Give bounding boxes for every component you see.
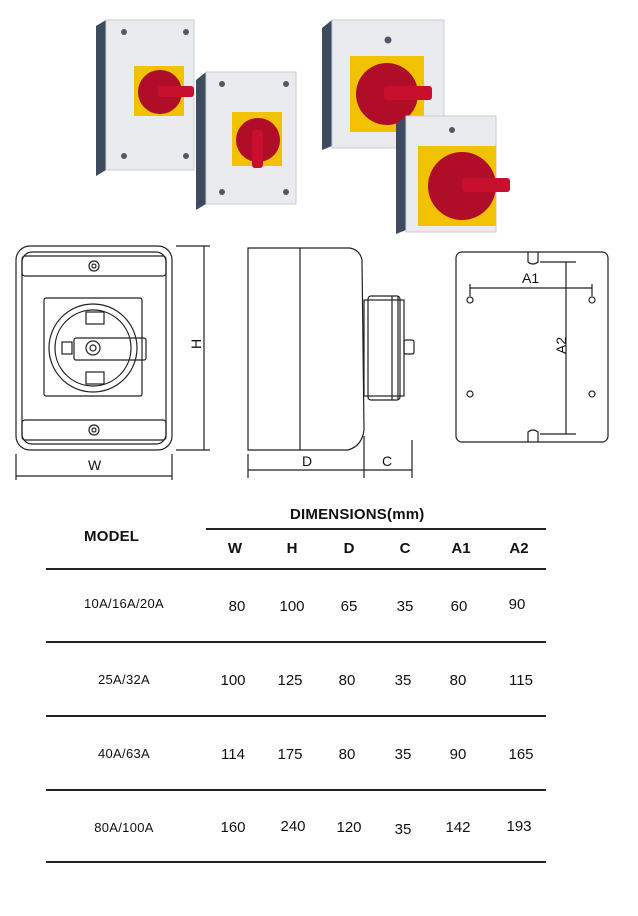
product-photos xyxy=(96,19,510,234)
table-cell: 80 xyxy=(338,672,356,689)
table-rule-bottom xyxy=(46,861,546,863)
isolator-switch-photo-2 xyxy=(196,71,297,210)
isolator-switch-photo-3 xyxy=(322,19,445,150)
width-dimension-label: W xyxy=(88,457,102,473)
table-cell: 35 xyxy=(394,746,412,763)
table-cell: 114 xyxy=(221,746,245,763)
a2-dimension-label: A2 xyxy=(553,337,569,354)
table-row-divider xyxy=(46,789,546,791)
height-dimension-label: H xyxy=(188,339,204,349)
table-cell: 175 xyxy=(277,746,303,763)
cover-dimension-label: C xyxy=(382,453,392,469)
table-cell: 125 xyxy=(277,672,303,689)
table-row-model: 40A/63A xyxy=(98,746,150,761)
table-cell: 100 xyxy=(220,672,246,689)
table-cell: 193 xyxy=(506,818,532,835)
table-cell: 165 xyxy=(508,746,534,763)
table-rule-header xyxy=(46,568,546,570)
table-row-model: 10A/16A/20A xyxy=(84,596,164,611)
table-cell: 35 xyxy=(394,821,412,838)
a1-dimension-label: A1 xyxy=(522,270,539,286)
front-view-drawing xyxy=(15,245,210,480)
table-row-model: 25A/32A xyxy=(98,672,150,687)
depth-dimension-label: D xyxy=(302,453,312,469)
table-row-divider xyxy=(46,715,546,717)
technical-drawings: W H D C A1 A2 xyxy=(15,245,609,480)
isolator-switch-photo-4 xyxy=(396,115,510,234)
column-header-a1: A1 xyxy=(451,540,471,557)
table-cell: 100 xyxy=(279,598,305,615)
mounting-view-drawing xyxy=(455,251,609,443)
column-header-d: D xyxy=(343,540,355,557)
table-cell: 80 xyxy=(228,598,246,615)
isolator-switch-photo-1 xyxy=(96,19,195,176)
column-header-c: C xyxy=(399,540,411,557)
table-cell: 80 xyxy=(449,672,467,689)
dimensions-header: DIMENSIONS(mm) xyxy=(290,506,425,523)
column-header-w: W xyxy=(227,540,243,557)
table-cell: 90 xyxy=(508,596,526,613)
column-header-h: H xyxy=(286,540,298,557)
table-cell: 120 xyxy=(336,819,362,836)
table-cell: 65 xyxy=(340,598,358,615)
table-cell: 35 xyxy=(396,598,414,615)
table-row-model: 80A/100A xyxy=(94,820,154,835)
table-rule-top xyxy=(206,528,546,530)
side-view-drawing xyxy=(247,247,415,478)
table-cell: 35 xyxy=(394,672,412,689)
table-row-divider xyxy=(46,641,546,643)
table-cell: 80 xyxy=(338,746,356,763)
table-cell: 60 xyxy=(450,598,468,615)
column-header-a2: A2 xyxy=(509,540,529,557)
table-cell: 115 xyxy=(509,672,533,689)
table-cell: 160 xyxy=(220,819,246,836)
table-cell: 90 xyxy=(449,746,467,763)
table-cell: 240 xyxy=(280,818,306,835)
table-cell: 142 xyxy=(445,819,471,836)
model-header: MODEL xyxy=(84,528,140,545)
